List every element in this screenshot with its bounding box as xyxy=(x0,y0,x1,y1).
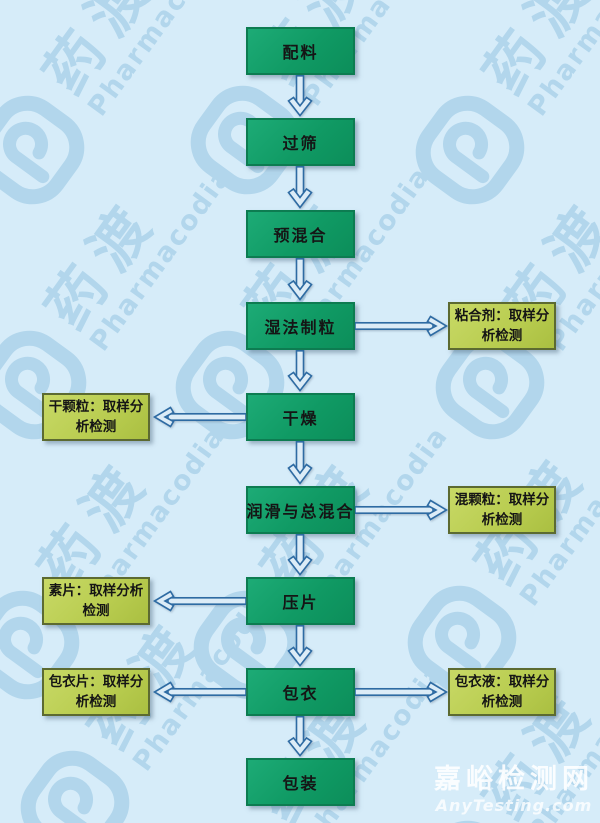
pharmacodia-logo-icon xyxy=(20,750,130,823)
check-box-dry-granules: 干颗粒：取样分析检测 xyxy=(42,393,150,441)
arrow-left-icon xyxy=(152,590,246,612)
arrow-down-icon xyxy=(287,350,313,392)
arrow-right-icon xyxy=(355,499,448,521)
flow-step-box-3: 预混合 xyxy=(246,210,355,258)
pharmacodia-logo-icon xyxy=(415,95,525,205)
anytesting-watermark: 嘉峪检测网 AnyTesting.com xyxy=(434,764,594,815)
pharmacodia-logo-icon xyxy=(0,95,85,205)
arrow-right-icon xyxy=(355,315,448,337)
flow-step-box-5: 干燥 xyxy=(246,393,355,441)
check-box-binder: 粘合剂：取样分析检测 xyxy=(448,302,556,350)
anytesting-site-name: 嘉峪检测网 xyxy=(434,763,594,795)
arrow-down-icon xyxy=(287,716,313,757)
check-box-plain-tablets: 素片：取样分析检测 xyxy=(42,577,150,625)
check-box-mixed-granules: 混颗粒：取样分析检测 xyxy=(448,486,556,534)
arrow-down-icon xyxy=(287,534,313,576)
check-box-coated-tablets: 包衣片：取样分析检测 xyxy=(42,668,150,716)
flow-step-box-7: 压片 xyxy=(246,577,355,625)
flow-step-box-9: 包装 xyxy=(246,758,355,806)
arrow-down-icon xyxy=(287,166,313,209)
arrow-left-icon xyxy=(152,406,246,428)
arrow-down-icon xyxy=(287,75,313,117)
flow-step-box-2: 过筛 xyxy=(246,118,355,166)
arrow-down-icon xyxy=(287,441,313,485)
anytesting-site-url: AnyTesting.com xyxy=(435,796,593,815)
arrow-down-icon xyxy=(287,258,313,301)
pharmacodia-logo-icon xyxy=(407,585,517,695)
check-box-coating-fluid: 包衣液：取样分析检测 xyxy=(448,668,556,716)
arrow-down-icon xyxy=(287,625,313,667)
flow-step-box-6: 润滑与总混合 xyxy=(246,486,355,534)
flow-step-box-4: 湿法制粒 xyxy=(246,302,355,350)
pharmacodia-logo-icon xyxy=(435,330,545,440)
arrow-left-icon xyxy=(152,681,246,703)
flow-step-box-8: 包衣 xyxy=(246,668,355,716)
arrow-right-icon xyxy=(355,681,448,703)
flow-step-box-1: 配料 xyxy=(246,27,355,75)
